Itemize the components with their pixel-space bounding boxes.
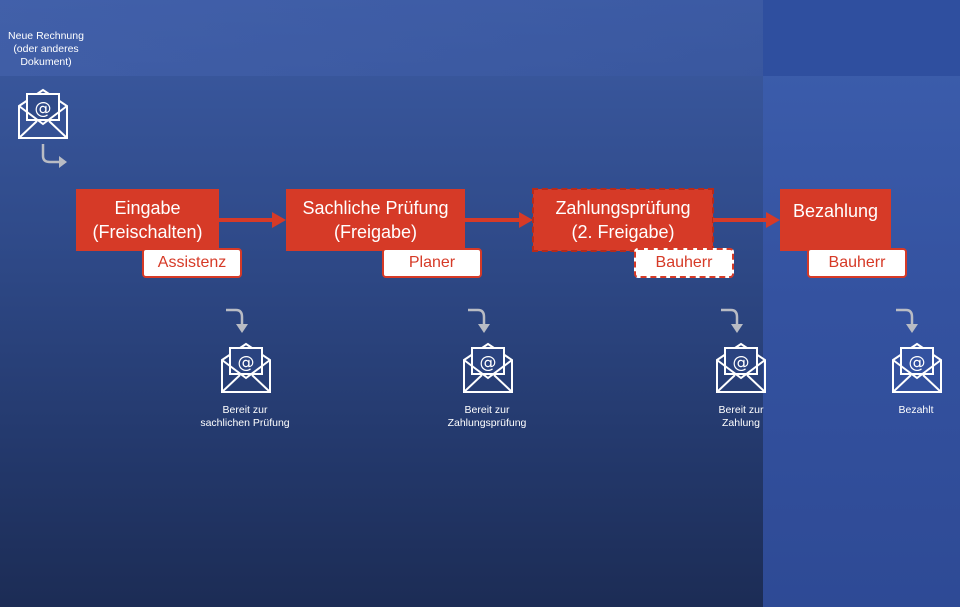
step-eingabe: Eingabe (Freischalten)	[76, 189, 219, 251]
output-4-turn-arrow-icon	[896, 308, 918, 333]
output-3-envelope-icon: @	[716, 342, 766, 393]
output-2-label: Bereit zur Zahlungsprüfung	[447, 404, 527, 429]
role-badge-planer: Planer	[382, 248, 482, 278]
svg-text:@: @	[480, 353, 497, 373]
output-1-envelope-icon: @	[221, 342, 271, 393]
output-4-envelope-icon: @	[892, 342, 942, 393]
output-4-label: Bezahlt	[898, 404, 934, 416]
right-side-panel	[763, 0, 960, 607]
svg-text:@: @	[909, 353, 926, 373]
output-3-label: Bereit zur Zahlung	[718, 404, 764, 429]
output-3-turn-arrow-icon	[721, 308, 743, 333]
role-badge-assistenz: Assistenz	[142, 248, 242, 278]
step-bezahlung: Bezahlung	[780, 189, 891, 251]
start-label: Neue Rechnung (oder anderes Dokument)	[8, 30, 84, 68]
step-zahlungspruefung: Zahlungsprüfung (2. Freigabe)	[532, 188, 714, 252]
role-badge-bauherr-2: Bauherr	[807, 248, 907, 278]
connector-1-2	[219, 212, 286, 228]
output-2-turn-arrow-icon	[468, 308, 490, 333]
svg-text:@: @	[733, 353, 750, 373]
start-turn-arrow-icon	[41, 144, 67, 168]
start-envelope-icon: @	[18, 88, 68, 139]
role-badge-bauherr-1: Bauherr	[634, 248, 734, 278]
svg-text:@: @	[238, 353, 255, 373]
svg-text:@: @	[35, 99, 52, 119]
step-sachliche-pruefung: Sachliche Prüfung (Freigabe)	[286, 189, 465, 251]
connector-2-3	[465, 212, 533, 228]
right-panel-header	[763, 0, 960, 76]
output-2-envelope-icon: @	[463, 342, 513, 393]
connector-3-4	[713, 212, 780, 228]
output-1-turn-arrow-icon	[226, 308, 248, 333]
output-1-label: Bereit zur sachlichen Prüfung	[200, 404, 290, 429]
